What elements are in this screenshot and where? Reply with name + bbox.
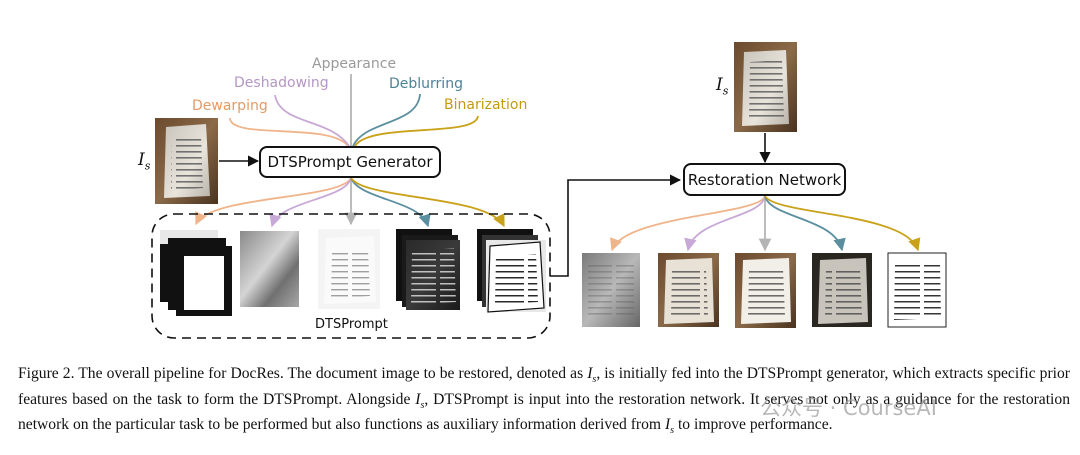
deshadowing-curve xyxy=(274,94,350,147)
arrow-dtsprompt-to-restoration xyxy=(550,174,682,277)
task-label-deblurring: Deblurring xyxy=(389,76,463,92)
dtsprompt-binarization-map xyxy=(477,229,546,313)
caption-text-3: , DTSPrompt is input into the restoratio… xyxy=(18,390,1070,434)
restoration-out-arrow-5 xyxy=(764,195,921,252)
caption-math-2: Is xyxy=(415,390,425,411)
task-label-binarization: Binarization xyxy=(444,97,528,113)
caption-math-3: Is xyxy=(664,416,675,437)
dtsprompt-deblurring-map xyxy=(396,229,460,310)
input-document-image-right xyxy=(734,42,797,132)
dewarping-output-arrow xyxy=(195,177,352,226)
input-symbol-left: Is xyxy=(138,150,151,173)
input-symbol-right: Is xyxy=(716,75,729,98)
restoration-out-arrow-2 xyxy=(684,195,766,252)
task-label-dewarping: Dewarping xyxy=(192,98,268,114)
dtsprompt-deshadowing-map xyxy=(240,231,299,307)
caption-text-2: , is initially fed into the DTSPrompt ge… xyxy=(18,365,1070,408)
deblurring-curve xyxy=(352,93,421,147)
restored-output-5 xyxy=(887,252,947,328)
binarization-curve xyxy=(354,115,479,147)
binarization-output-arrow xyxy=(350,177,505,228)
restoration-network-box: Restoration Network xyxy=(683,163,846,196)
deshadowing-output-arrow xyxy=(269,177,352,228)
pipeline-figure xyxy=(151,42,947,339)
watermark-text: 公众号 · CourseAI xyxy=(760,396,937,420)
restored-output-4 xyxy=(812,253,872,327)
restoration-out-arrow-1 xyxy=(610,195,766,252)
figure-caption: Figure 2. The overall pipeline for DocRe… xyxy=(18,364,1070,441)
caption-text-4: to improve performance. xyxy=(674,416,833,434)
caption-label: Figure 2. xyxy=(18,365,75,382)
restored-output-3 xyxy=(735,253,796,328)
dtsprompt-dewarping-mask xyxy=(160,230,232,316)
dtsprompt-label: DTSPrompt xyxy=(315,317,388,332)
caption-text-1: The overall pipeline for DocRes. The doc… xyxy=(74,365,588,382)
task-label-deshadowing: Deshadowing xyxy=(234,75,329,91)
input-document-image-left xyxy=(155,118,218,204)
task-label-appearance: Appearance xyxy=(312,56,397,72)
restoration-out-arrow-4 xyxy=(764,195,846,252)
dewarping-curve xyxy=(229,117,349,147)
restored-output-2 xyxy=(658,253,719,327)
restored-output-1 xyxy=(582,253,640,327)
dtsprompt-generator-box: DTSPrompt Generator xyxy=(259,146,441,178)
deblurring-output-arrow xyxy=(350,177,431,228)
dtsprompt-appearance-map xyxy=(318,229,380,309)
caption-math-1: Is xyxy=(587,365,597,386)
